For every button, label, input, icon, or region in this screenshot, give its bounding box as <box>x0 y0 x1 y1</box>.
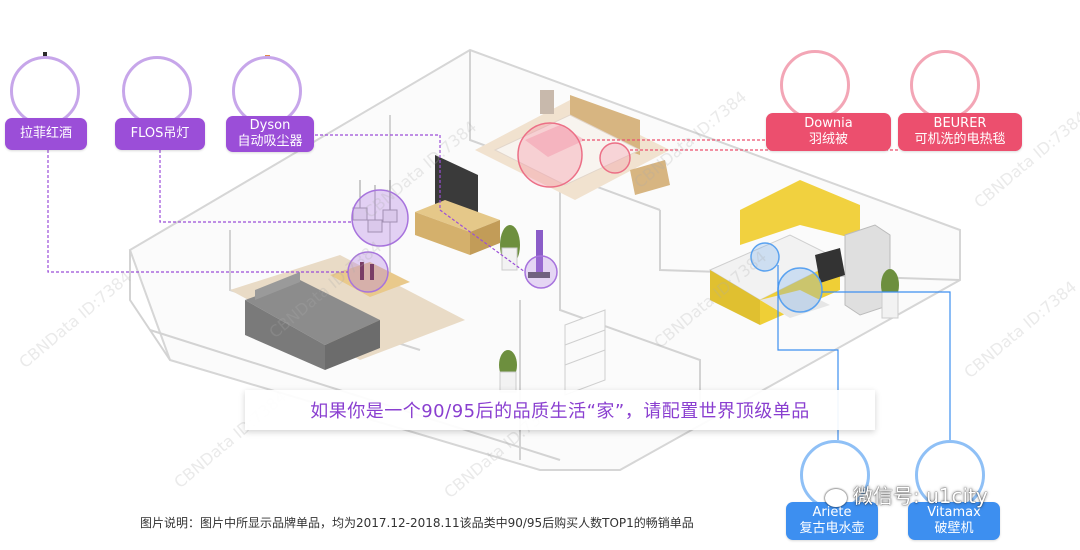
ariete-name: 复古电水壶 <box>799 521 865 536</box>
vitamax-brand: Vitamax <box>927 505 981 520</box>
bathroom-shelf <box>564 309 606 396</box>
thumbnail-beurer <box>910 50 980 120</box>
living-room <box>230 255 465 370</box>
wechat-id-watermark: 微信号: u1city <box>825 480 988 509</box>
highlight-duvet <box>517 122 583 188</box>
badge-dyson: Dyson 自动吸尘器 <box>226 116 314 152</box>
badge-beurer: BEURER 可机洗的电热毯 <box>898 113 1022 151</box>
highlight-lamp <box>351 189 409 247</box>
badge-downia: Downia 羽绒被 <box>766 113 891 151</box>
highlight-kettle <box>750 242 780 272</box>
thumbnail-wine <box>10 56 80 126</box>
thumbnail-flos <box>122 56 192 126</box>
headline-banner: 如果你是一个90/95后的品质生活“家”，请配置世界顶级单品 <box>245 390 875 430</box>
beurer-name: 可机洗的电热毯 <box>914 132 1006 147</box>
badge-flos: FLOS吊灯 <box>115 118 205 150</box>
thumbnail-downia <box>780 50 850 120</box>
wine-name: 拉菲红酒 <box>19 126 72 141</box>
badge-vitamax: Vitamax 破壁机 <box>908 502 1000 540</box>
plant-hall <box>499 350 517 393</box>
pendant-lamp <box>352 180 398 233</box>
beurer-brand: BEURER <box>933 116 987 131</box>
vitamax-name: 破壁机 <box>934 521 974 536</box>
dyson-name: 自动吸尘器 <box>237 134 303 149</box>
image-caption: 图片说明：图片中所显示品牌单品，均为2017.12-2018.11该品类中90/… <box>140 516 694 530</box>
downia-brand: Downia <box>804 116 853 131</box>
wechat-id-text: 微信号: u1city <box>853 484 988 508</box>
badge-ariete: Ariete 复古电水壶 <box>786 502 878 540</box>
wechat-icon <box>825 488 847 507</box>
dyson-brand: Dyson <box>249 118 291 133</box>
downia-name: 羽绒被 <box>808 132 848 147</box>
badge-wine: 拉菲红酒 <box>5 118 87 150</box>
highlight-blanket <box>599 142 631 174</box>
highlight-blender <box>777 267 823 313</box>
flos-name: FLOS吊灯 <box>130 126 190 141</box>
ariete-brand: Ariete <box>812 505 852 520</box>
vacuum-illustration <box>528 230 550 278</box>
tv-area <box>415 155 520 271</box>
highlight-vacuum <box>524 255 558 289</box>
